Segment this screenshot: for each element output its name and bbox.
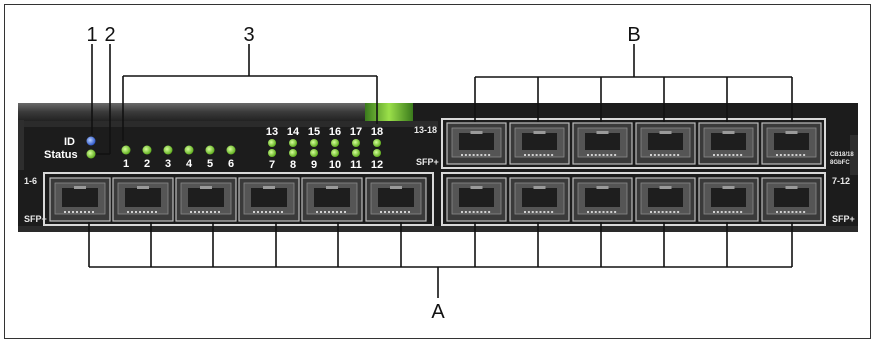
led-number: 11 <box>350 159 362 171</box>
callout-lines <box>88 44 793 298</box>
port-range-label: 13-18 <box>414 125 437 135</box>
port-led-icon <box>352 139 360 147</box>
port-led-icon <box>268 139 276 147</box>
port-frame-13-18 <box>441 118 826 169</box>
id-status-panel: ID Status <box>44 136 96 161</box>
sfp-port <box>238 177 300 222</box>
sfp-port <box>301 177 363 222</box>
led-number: 14 <box>287 126 300 138</box>
sfp-port <box>509 177 570 222</box>
sfp-port <box>761 122 822 165</box>
led-number: 17 <box>350 126 362 138</box>
sfp-port <box>446 122 507 165</box>
led-number: 7 <box>269 159 275 171</box>
callout-label-b: B <box>627 24 640 46</box>
port-led-icon <box>226 145 236 155</box>
port-frame-7-12 <box>441 172 826 226</box>
led-row-1-6: 1 2 3 4 5 6 <box>121 145 236 170</box>
sfp-port <box>698 177 759 222</box>
port-led-icon <box>184 145 194 155</box>
status-label: Status <box>44 149 78 161</box>
port-led-icon <box>310 139 318 147</box>
sfp-port <box>635 122 696 165</box>
sfp-port <box>572 122 633 165</box>
port-range-label: 1-6 <box>24 176 37 186</box>
port-led-icon <box>331 139 339 147</box>
port-led-icon <box>331 149 339 157</box>
led-number: 12 <box>371 159 383 171</box>
id-led-icon <box>86 136 96 146</box>
sfp-port <box>49 177 111 222</box>
sfp-port <box>572 177 633 222</box>
callout-label-3: 3 <box>243 24 254 46</box>
id-label: ID <box>64 136 75 148</box>
port-type-label: SFP+ <box>24 214 47 224</box>
sfp-port <box>761 177 822 222</box>
led-number: 15 <box>308 126 320 138</box>
port-led-icon <box>205 145 215 155</box>
led-number: 8 <box>290 159 296 171</box>
led-grid-7-18: 13 14 15 16 17 18 7 8 9 10 11 12 <box>266 126 383 171</box>
led-number: 6 <box>228 158 234 170</box>
port-led-icon <box>373 139 381 147</box>
sfp-port <box>175 177 237 222</box>
led-number: 5 <box>207 158 213 170</box>
led-number: 9 <box>311 159 317 171</box>
led-number: 2 <box>144 158 150 170</box>
port-frame-1-6 <box>43 172 434 226</box>
sfp-port <box>635 177 696 222</box>
port-led-icon <box>310 149 318 157</box>
sfp-ports <box>49 122 822 222</box>
callout-label-2: 2 <box>104 24 115 46</box>
port-led-icon <box>268 149 276 157</box>
led-number: 4 <box>186 158 193 170</box>
model-label: CB18/18 <box>830 152 854 158</box>
model-label: 8GbFC <box>830 160 850 166</box>
led-number: 18 <box>371 126 383 138</box>
sfp-port <box>509 122 570 165</box>
port-led-icon <box>352 149 360 157</box>
callout-label-1: 1 <box>86 24 97 46</box>
led-number: 13 <box>266 126 278 138</box>
led-number: 1 <box>123 158 129 170</box>
sfp-port <box>365 177 427 222</box>
port-type-label: SFP+ <box>832 214 855 224</box>
status-led-icon <box>86 149 96 159</box>
port-type-label: SFP+ <box>416 157 439 167</box>
sfp-port <box>698 122 759 165</box>
port-led-icon <box>289 139 297 147</box>
port-led-icon <box>373 149 381 157</box>
port-led-icon <box>121 145 131 155</box>
port-led-icon <box>163 145 173 155</box>
led-number: 3 <box>165 158 171 170</box>
callout-label-a: A <box>431 301 445 323</box>
port-led-icon <box>142 145 152 155</box>
port-range-label: 7-12 <box>832 176 850 186</box>
led-number: 10 <box>329 159 341 171</box>
led-number: 16 <box>329 126 341 138</box>
sfp-port <box>112 177 174 222</box>
port-led-icon <box>289 149 297 157</box>
sfp-port <box>446 177 507 222</box>
